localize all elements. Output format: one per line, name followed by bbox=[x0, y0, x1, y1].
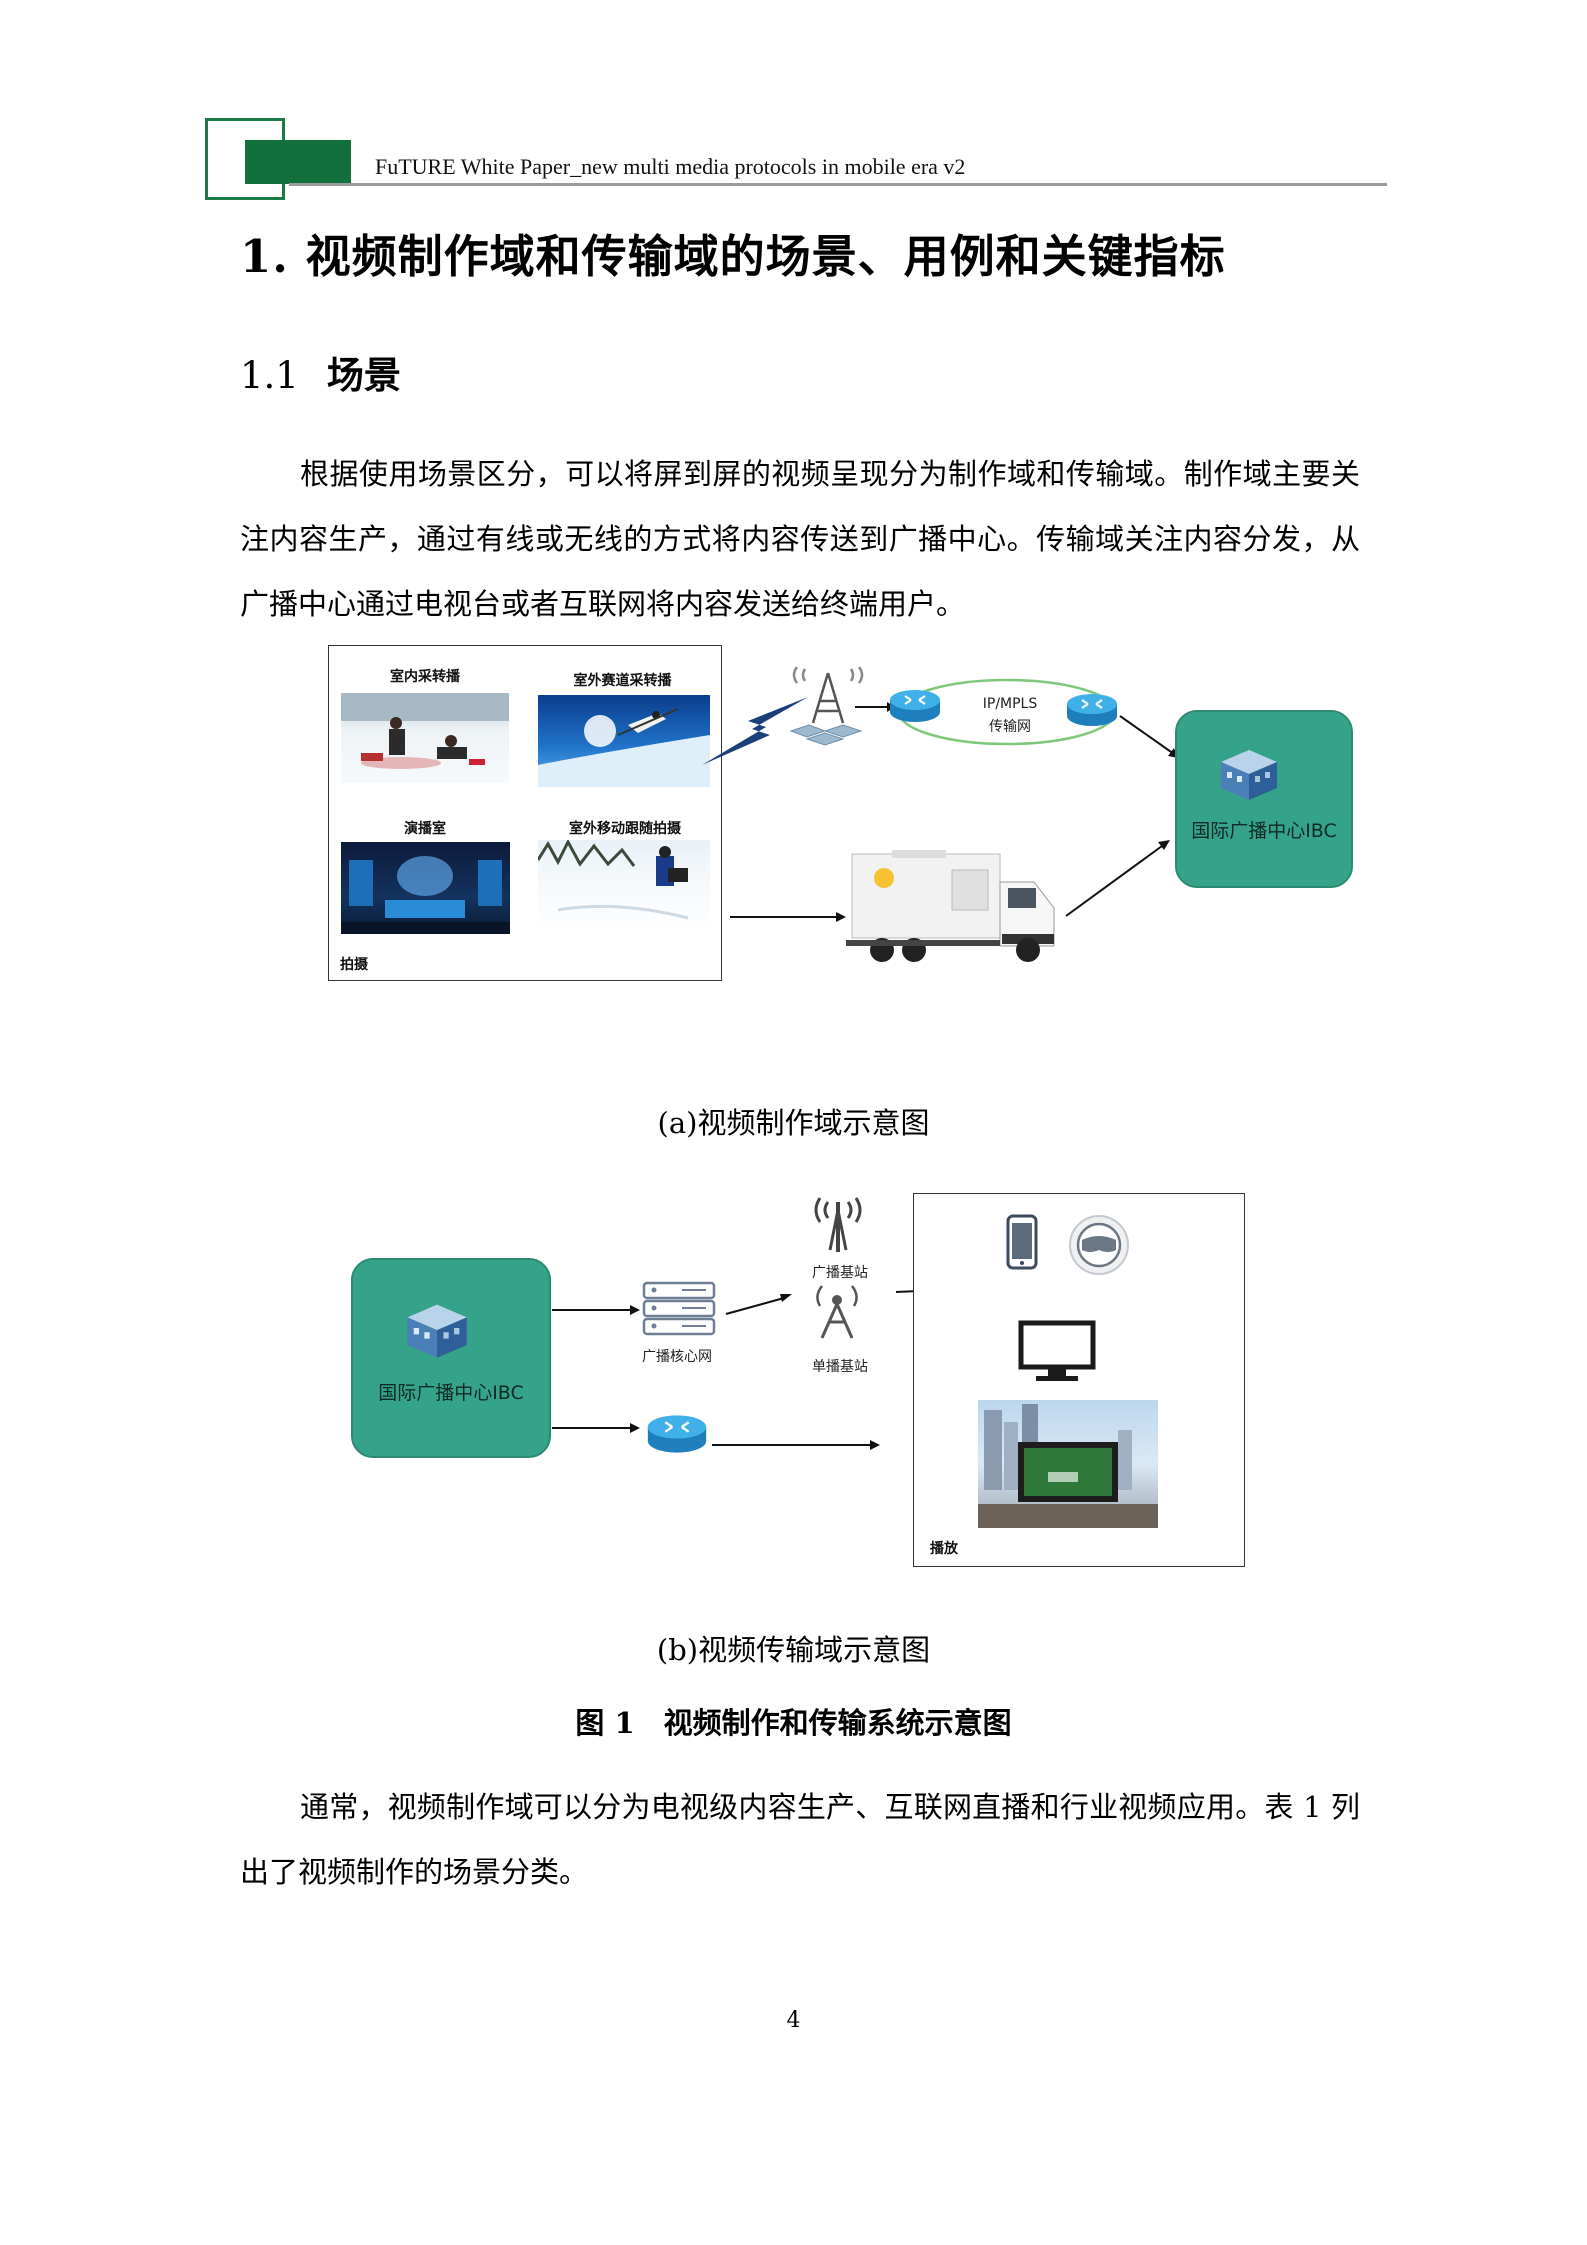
photo-outdoor-skiing bbox=[538, 695, 710, 787]
phone-icon bbox=[1006, 1214, 1038, 1270]
ibc-label-transmission: 国际广播中心IBC bbox=[378, 1382, 524, 1404]
label-studio: 演播室 bbox=[404, 821, 446, 837]
router-icon bbox=[890, 690, 940, 722]
paragraph-classification: 通常，视频制作域可以分为电视级内容生产、互联网直播和行业视频应用。表 1 列出了… bbox=[240, 1790, 1360, 1889]
arrow-ibc-to-router bbox=[552, 1423, 640, 1433]
figure-b: 国际广播中心IBC 广播核心网 广 bbox=[351, 1193, 1245, 1567]
building-icon bbox=[407, 1304, 467, 1358]
arrow-truck-to-ibc bbox=[1065, 840, 1170, 917]
figure-title: 图 1 视频制作和传输系统示意图 bbox=[575, 1706, 1012, 1740]
photo-broadcast-truck bbox=[846, 850, 1055, 962]
header-logo-bar bbox=[245, 140, 351, 184]
ibc-label-production: 国际广播中心IBC bbox=[1191, 820, 1337, 842]
label-outdoor-track: 室外赛道采转播 bbox=[573, 673, 672, 689]
photo-outdoor-screen bbox=[978, 1400, 1158, 1528]
photo-outdoor-mobile bbox=[538, 840, 710, 933]
header-rule bbox=[289, 183, 1387, 186]
building-icon bbox=[1221, 750, 1277, 800]
antenna-icon bbox=[816, 1285, 858, 1339]
tower-icon bbox=[789, 666, 864, 746]
router-icon bbox=[1067, 694, 1117, 726]
network-label-bottom: 传输网 bbox=[989, 719, 1031, 735]
core-network-label: 广播核心网 bbox=[642, 1349, 712, 1365]
arrow-core-to-station bbox=[725, 1294, 792, 1315]
broadcast-station-label: 广播基站 bbox=[812, 1265, 868, 1281]
ibc-box-production: 国际广播中心IBC bbox=[1175, 710, 1353, 888]
arrow-router-to-screen bbox=[712, 1440, 880, 1450]
vr-headset-icon bbox=[1069, 1215, 1129, 1275]
subsection-title: 场景 bbox=[326, 353, 401, 397]
subsection-number: 1.1 bbox=[240, 354, 299, 397]
figure-b-caption: (b)视频传输域示意图 bbox=[656, 1633, 931, 1667]
tv-icon bbox=[1018, 1320, 1096, 1381]
label-capture-group: 拍摄 bbox=[340, 957, 368, 973]
playback-label: 播放 bbox=[930, 1541, 958, 1557]
router-icon bbox=[647, 1415, 707, 1453]
figure-a-caption: (a)视频制作域示意图 bbox=[657, 1106, 930, 1140]
paragraph-intro: 根据使用场景区分，可以将屏到屏的视频呈现分为制作域和传输域。制作域主要关注内容生… bbox=[240, 457, 1360, 621]
unicast-station-label: 单播基站 bbox=[812, 1359, 868, 1375]
running-title: FuTURE White Paper_new multi media proto… bbox=[375, 154, 966, 179]
server-icon bbox=[642, 1281, 716, 1336]
ibc-box-transmission: 国际广播中心IBC bbox=[351, 1258, 551, 1458]
photo-studio bbox=[341, 842, 510, 934]
arrow-ibc-to-core bbox=[552, 1305, 640, 1315]
network-label-top: IP/MPLS bbox=[982, 696, 1038, 712]
photo-indoor-curling bbox=[341, 693, 509, 783]
figure-a: 室内采转播 室外赛道采转播 演播室 室外移动跟随拍摄 拍摄 bbox=[0, 0, 1587, 1000]
antenna-icon bbox=[814, 1197, 862, 1252]
label-indoor: 室内采转播 bbox=[390, 669, 460, 685]
subsection-heading: 1.1 场景 bbox=[240, 345, 401, 399]
arrow-capture-to-truck bbox=[730, 912, 846, 922]
label-outdoor-mobile: 室外移动跟随拍摄 bbox=[569, 821, 681, 837]
page-number: 4 bbox=[786, 2008, 801, 2033]
section-title: 1. 视频制作域和传输域的场景、用例和关键指标 bbox=[240, 230, 1226, 283]
